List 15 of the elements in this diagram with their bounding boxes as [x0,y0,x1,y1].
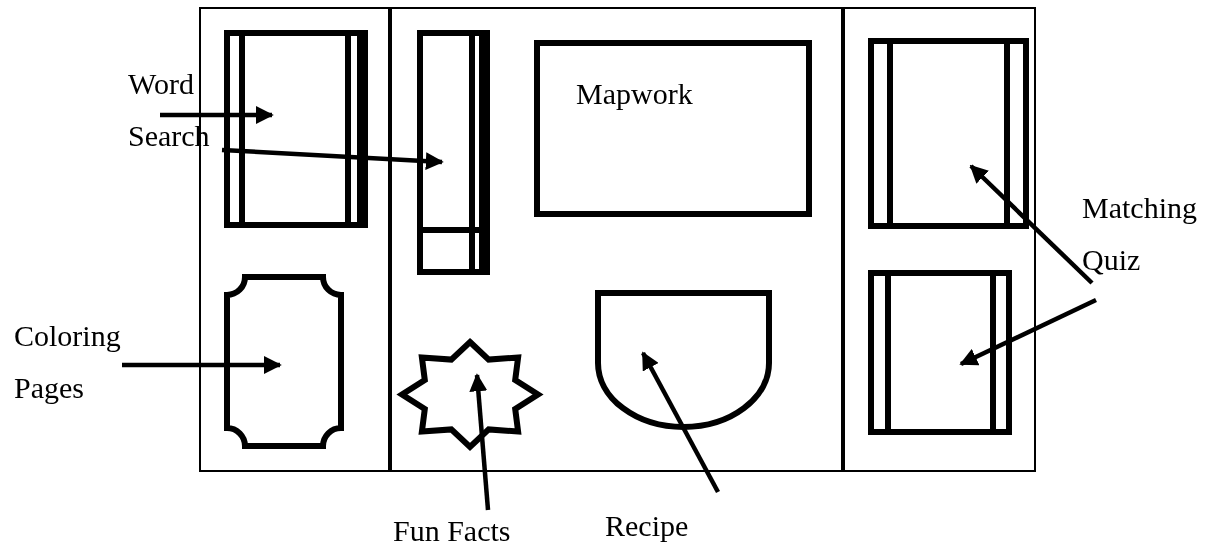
mapwork-box [534,40,812,217]
leader-arrow [641,351,720,494]
leader-arrow [469,373,491,511]
leader-arrow [969,164,1094,285]
callout-label: Matching Quiz [1082,190,1198,278]
callout-label: Fun Facts [393,513,512,549]
leader-arrow [221,147,444,171]
folder-panel [843,7,1036,472]
folder-panel [390,7,843,472]
leader-arrow [160,106,274,124]
mapwork-label: Mapwork [576,76,693,112]
callout-label: Recipe [605,508,690,544]
callout-label: Coloring Pages [14,318,122,406]
leader-arrow [122,356,282,374]
leader-arrow [959,297,1097,367]
